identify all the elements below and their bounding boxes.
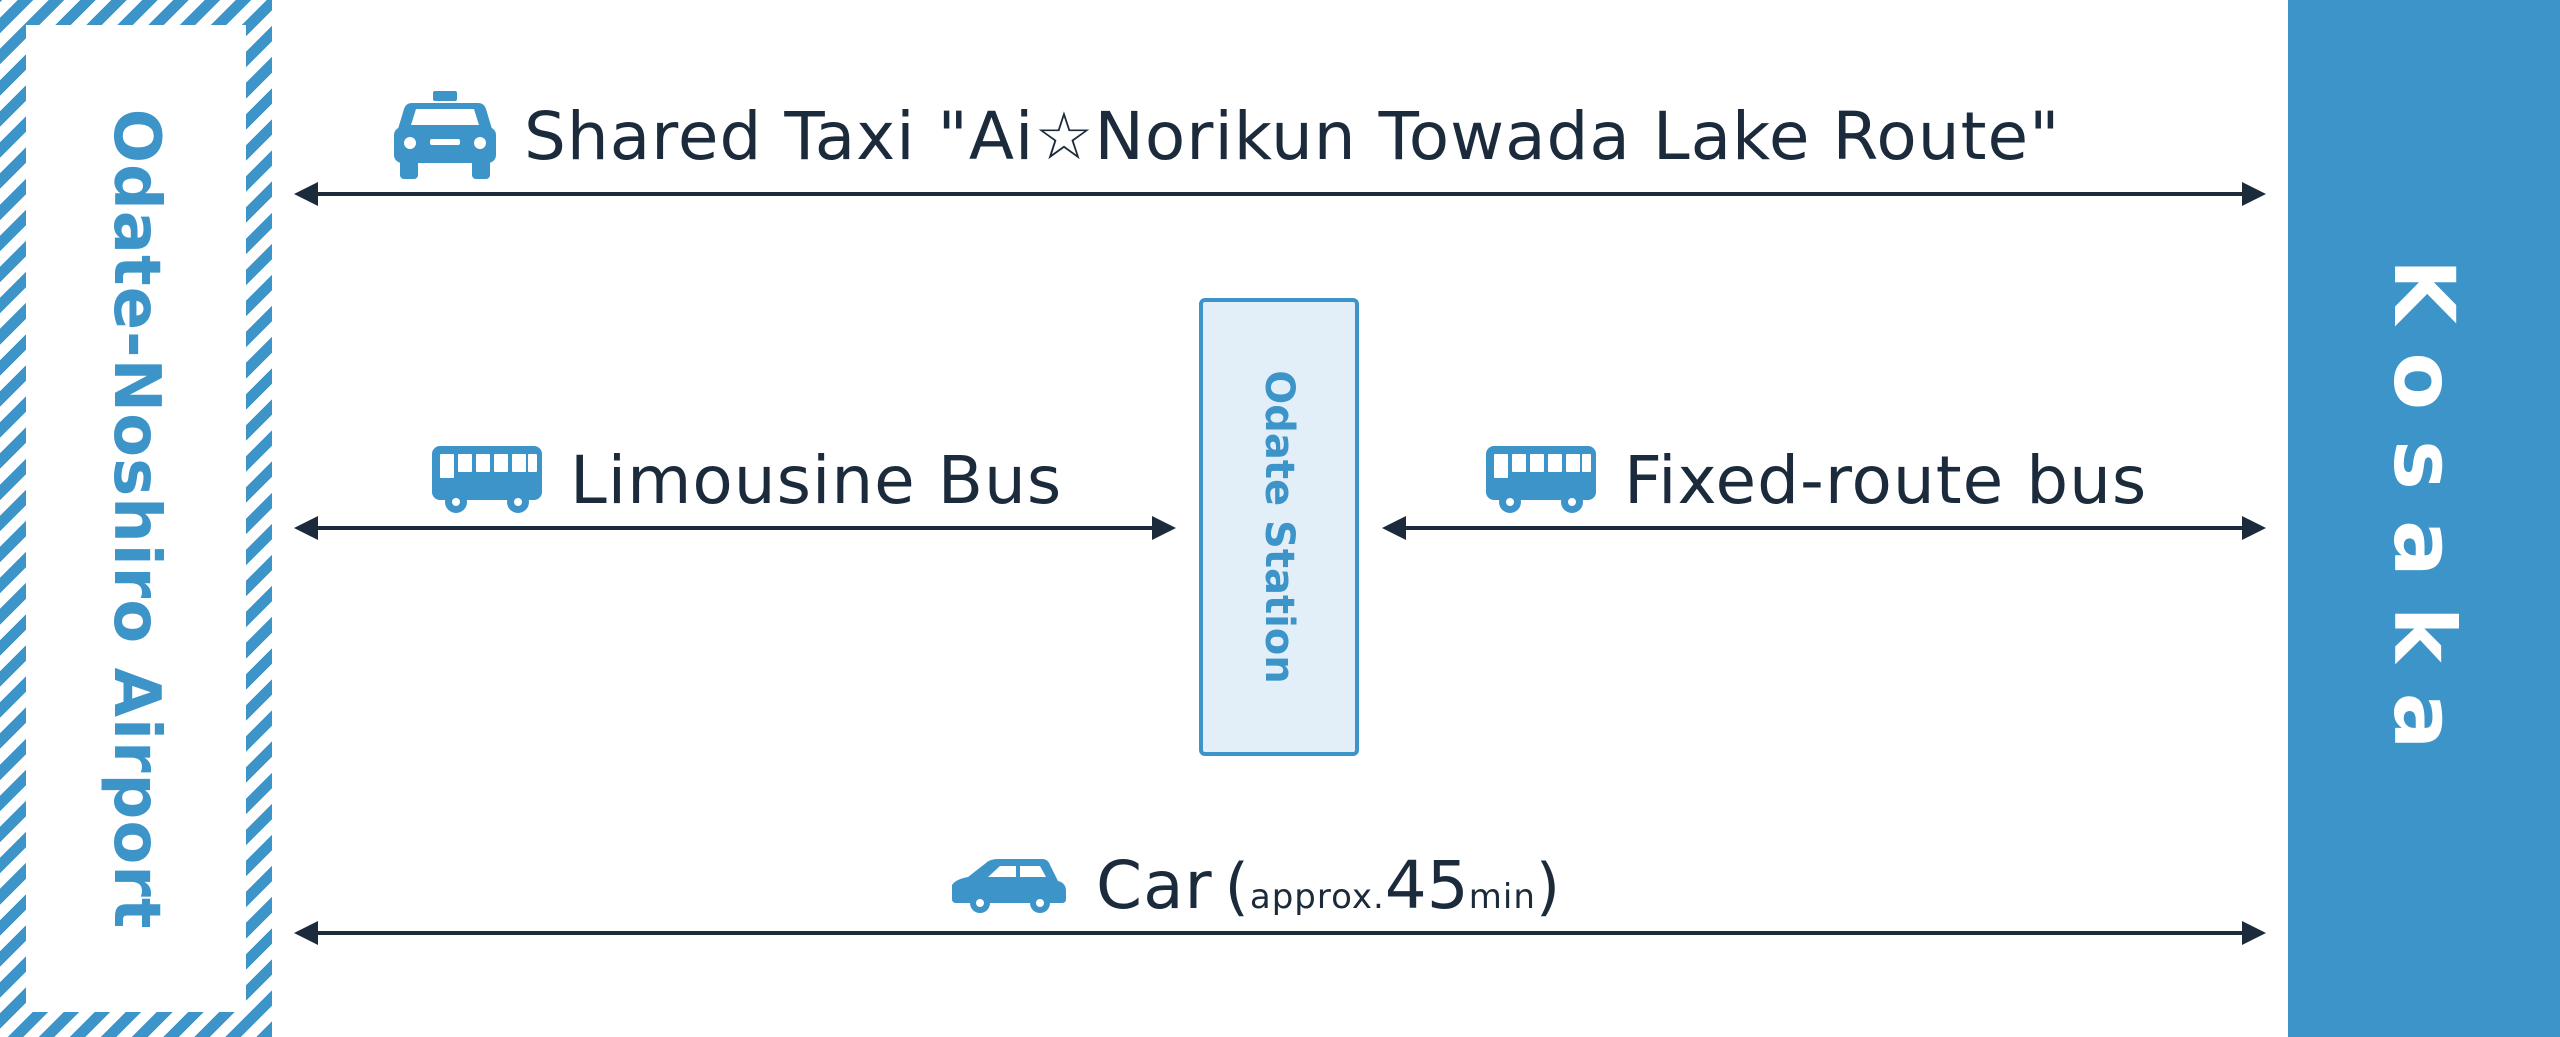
- car-arrow-head-right: [2242, 921, 2266, 945]
- car-arrow-head-left: [294, 921, 318, 945]
- station-box: Odate Station: [1199, 298, 1359, 756]
- fixed-arrow-head-left: [1382, 516, 1406, 540]
- fixed-arrow-head-right: [2242, 516, 2266, 540]
- limousine-arrow-line: [310, 526, 1170, 530]
- car-paren-close: ): [1535, 849, 1562, 923]
- airport-box-inner: Odate-Noshiro Airport: [26, 25, 246, 1012]
- limousine-route-text: Limousine Bus: [570, 441, 1063, 519]
- taxi-route-label: Shared Taxi "Ai☆Norikun Towada Lake Rout…: [392, 86, 2060, 186]
- car-arrow-line: [310, 931, 2260, 935]
- car-minutes: 45: [1384, 846, 1469, 924]
- taxi-arrow-head-left: [294, 182, 318, 206]
- fixed-arrow-line: [1398, 526, 2260, 530]
- taxi-arrow-head-right: [2242, 182, 2266, 206]
- limousine-route-label: Limousine Bus: [430, 430, 1062, 530]
- fixed-route-label: Fixed-route bus: [1484, 430, 2147, 530]
- car-unit: min: [1468, 876, 1536, 917]
- bus-icon: [432, 446, 542, 513]
- bus-icon: [1486, 446, 1596, 513]
- car-duration: ( approx. 45 min ): [1225, 847, 1561, 924]
- taxi-arrow-line: [310, 192, 2260, 196]
- car-approx: approx.: [1249, 876, 1385, 917]
- car-paren-open: (: [1224, 849, 1250, 923]
- limousine-arrow-head-right: [1152, 516, 1176, 540]
- car-route-text: Car: [1096, 846, 1213, 924]
- fixed-route-text: Fixed-route bus: [1624, 441, 2148, 519]
- airport-box: Odate-Noshiro Airport: [0, 0, 272, 1037]
- taxi-icon: [394, 91, 496, 179]
- limousine-arrow-head-left: [294, 516, 318, 540]
- taxi-route-text: Shared Taxi "Ai☆Norikun Towada Lake Rout…: [524, 97, 2061, 175]
- car-icon: [952, 859, 1066, 913]
- car-route-label: Car ( approx. 45 min ): [948, 835, 1561, 935]
- kosaka-box: Kosaka: [2288, 0, 2560, 1037]
